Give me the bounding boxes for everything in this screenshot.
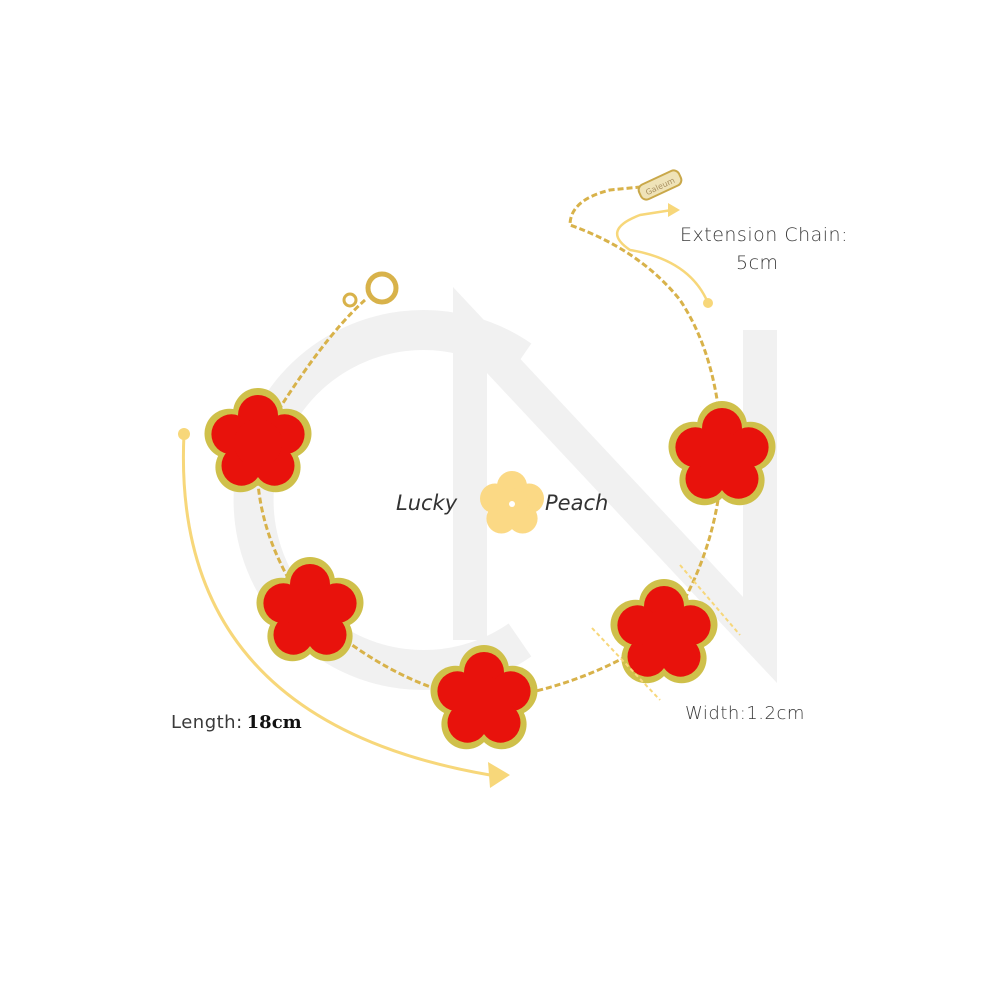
width-label: Width:1.2cm xyxy=(685,703,805,724)
length-title: Length: xyxy=(171,712,243,733)
lobster-clasp xyxy=(365,271,399,305)
length-label: Length: 18cm xyxy=(171,712,302,733)
arrowhead-icon xyxy=(488,762,510,788)
peach-blossom-logo xyxy=(480,471,544,534)
length-arrow xyxy=(181,433,491,777)
brand-lucky: Lucky xyxy=(396,491,458,515)
extension-value: 5cm xyxy=(736,252,779,274)
brand-peach: Peach xyxy=(545,491,609,515)
length-value: 18cm xyxy=(246,712,302,733)
extension-arrow xyxy=(615,208,710,304)
arrowhead-icon xyxy=(668,203,680,217)
extension-title: Extension Chain: xyxy=(680,224,848,246)
extension-tag: Galeum xyxy=(637,169,683,201)
width-marks xyxy=(591,564,741,701)
